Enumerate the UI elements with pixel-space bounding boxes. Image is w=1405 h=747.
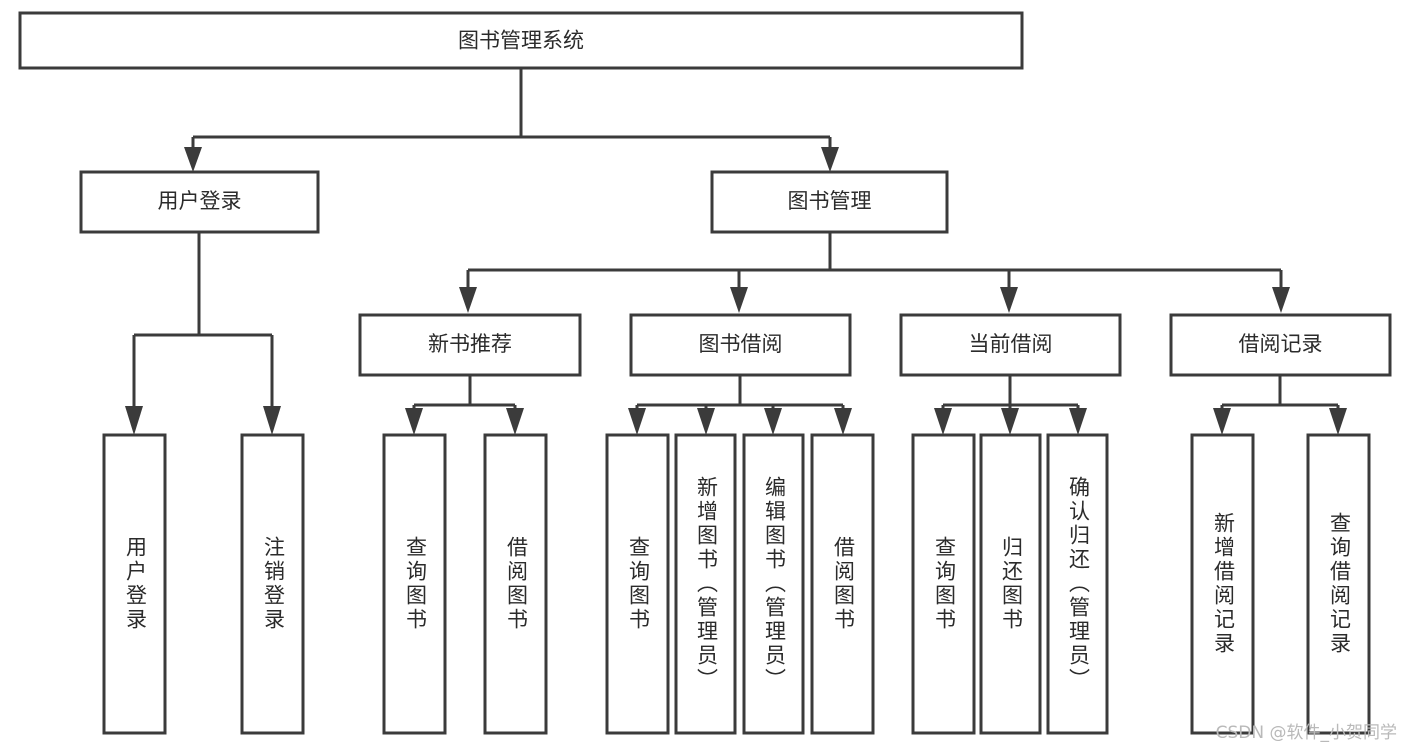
arrow-book-manage	[821, 147, 839, 172]
arrow-nb-c1	[405, 408, 423, 435]
node-book-management[interactable]: 图书管理	[710, 170, 949, 234]
node-leaf-br-query-record[interactable]: 查询借阅记录	[1306, 433, 1371, 735]
node-box-leaf-bb-borrow-book[interactable]	[810, 433, 875, 735]
node-root-system[interactable]: 图书管理系统	[18, 11, 1024, 70]
node-label-root: 图书管理系统	[458, 29, 584, 53]
arrow-cb-c2	[1001, 408, 1019, 435]
node-label-book-management: 图书管理	[788, 189, 872, 213]
node-leaf-user-login-1[interactable]: 用户登录	[102, 433, 167, 735]
node-leaf-cb-confirm-return[interactable]: 确认归还（管理员）	[1046, 433, 1109, 735]
arrow-bb-c3	[764, 408, 782, 435]
node-label-leaf-cb-confirm-return: 确认归还（管理员）	[1067, 476, 1091, 692]
node-leaf-nb-borrow-book[interactable]: 借阅图书	[483, 433, 548, 735]
arrow-current-borrow	[1000, 287, 1018, 313]
node-box-user-login[interactable]	[79, 170, 320, 234]
arrow-user-login	[184, 147, 202, 172]
node-label-user-login: 用户登录	[158, 189, 242, 213]
node-label-leaf-bb-edit-book: 编辑图书（管理员）	[763, 476, 787, 692]
node-borrow-record[interactable]: 借阅记录	[1169, 313, 1392, 377]
node-label-leaf-br-query-record: 查询借阅记录	[1328, 512, 1352, 656]
connector-layer	[125, 68, 1347, 435]
arrow-borrow-record	[1272, 287, 1290, 313]
node-box-leaf-br-query-record[interactable]	[1306, 433, 1371, 735]
arrow-br-c1	[1213, 408, 1231, 435]
node-box-leaf-bb-query-book[interactable]	[605, 433, 670, 735]
node-box-leaf-nb-borrow-book[interactable]	[483, 433, 548, 735]
node-box-leaf-br-add-record[interactable]	[1190, 433, 1255, 735]
arrow-book-borrow	[730, 287, 748, 313]
node-box-leaf-cb-query-book[interactable]	[911, 433, 976, 735]
node-box-book-management[interactable]	[710, 170, 949, 234]
node-leaf-bb-add-book[interactable]: 新增图书（管理员）	[674, 433, 737, 735]
arrow-cb-c3	[1069, 408, 1087, 435]
node-label-current-borrow: 当前借阅	[969, 332, 1053, 356]
node-leaf-bb-borrow-book[interactable]: 借阅图书	[810, 433, 875, 735]
node-label-leaf-cb-query-book: 查询图书	[933, 536, 957, 632]
node-leaf-br-add-record[interactable]: 新增借阅记录	[1190, 433, 1255, 735]
node-label-leaf-user-login-1: 用户登录	[124, 536, 148, 632]
node-box-borrow-record[interactable]	[1169, 313, 1392, 377]
node-leaf-nb-query-book[interactable]: 查询图书	[382, 433, 447, 735]
node-box-leaf-bb-edit-book[interactable]	[742, 433, 805, 735]
node-box-leaf-cb-return-book[interactable]	[979, 433, 1042, 735]
arrow-br-c2	[1329, 408, 1347, 435]
node-box-current-borrow[interactable]	[899, 313, 1122, 377]
node-label-leaf-cb-return-book: 归还图书	[1000, 536, 1024, 632]
node-label-leaf-user-logout: 注销登录	[262, 536, 286, 632]
node-box-leaf-user-logout[interactable]	[240, 433, 305, 735]
node-label-new-book-recommend: 新书推荐	[428, 332, 512, 356]
node-label-book-borrow: 图书借阅	[699, 332, 783, 356]
node-leaf-user-logout[interactable]: 注销登录	[240, 433, 305, 735]
node-leaf-bb-edit-book[interactable]: 编辑图书（管理员）	[742, 433, 805, 735]
node-box-leaf-bb-add-book[interactable]	[674, 433, 737, 735]
node-user-login[interactable]: 用户登录	[79, 170, 320, 234]
node-new-book-recommend[interactable]: 新书推荐	[358, 313, 582, 377]
node-box-leaf-nb-query-book[interactable]	[382, 433, 447, 735]
node-label-borrow-record: 借阅记录	[1239, 332, 1323, 356]
node-leaf-cb-query-book[interactable]: 查询图书	[911, 433, 976, 735]
arrow-cb-c1	[934, 408, 952, 435]
node-label-leaf-br-add-record: 新增借阅记录	[1212, 512, 1236, 656]
node-box-root[interactable]	[18, 11, 1024, 70]
node-box-leaf-user-login-1[interactable]	[102, 433, 167, 735]
node-label-leaf-nb-query-book: 查询图书	[404, 536, 428, 632]
node-box-new-book-recommend[interactable]	[358, 313, 582, 377]
arrow-ul-c2	[263, 406, 281, 435]
node-leaf-cb-return-book[interactable]: 归还图书	[979, 433, 1042, 735]
arrow-bb-c4	[834, 408, 852, 435]
arrow-bb-c2	[697, 408, 715, 435]
node-box-leaf-cb-confirm-return[interactable]	[1046, 433, 1109, 735]
node-box-book-borrow[interactable]	[629, 313, 852, 377]
node-current-borrow[interactable]: 当前借阅	[899, 313, 1122, 377]
arrow-nb-c2	[506, 408, 524, 435]
node-book-borrow[interactable]: 图书借阅	[629, 313, 852, 377]
node-label-leaf-nb-borrow-book: 借阅图书	[505, 536, 529, 632]
arrow-new-book	[459, 287, 477, 313]
node-leaf-bb-query-book[interactable]: 查询图书	[605, 433, 670, 735]
node-label-leaf-bb-query-book: 查询图书	[627, 536, 651, 632]
node-label-leaf-bb-borrow-book: 借阅图书	[832, 536, 856, 632]
arrow-ul-c1	[125, 406, 143, 435]
node-label-leaf-bb-add-book: 新增图书（管理员）	[695, 476, 719, 692]
arrow-bb-c1	[628, 408, 646, 435]
